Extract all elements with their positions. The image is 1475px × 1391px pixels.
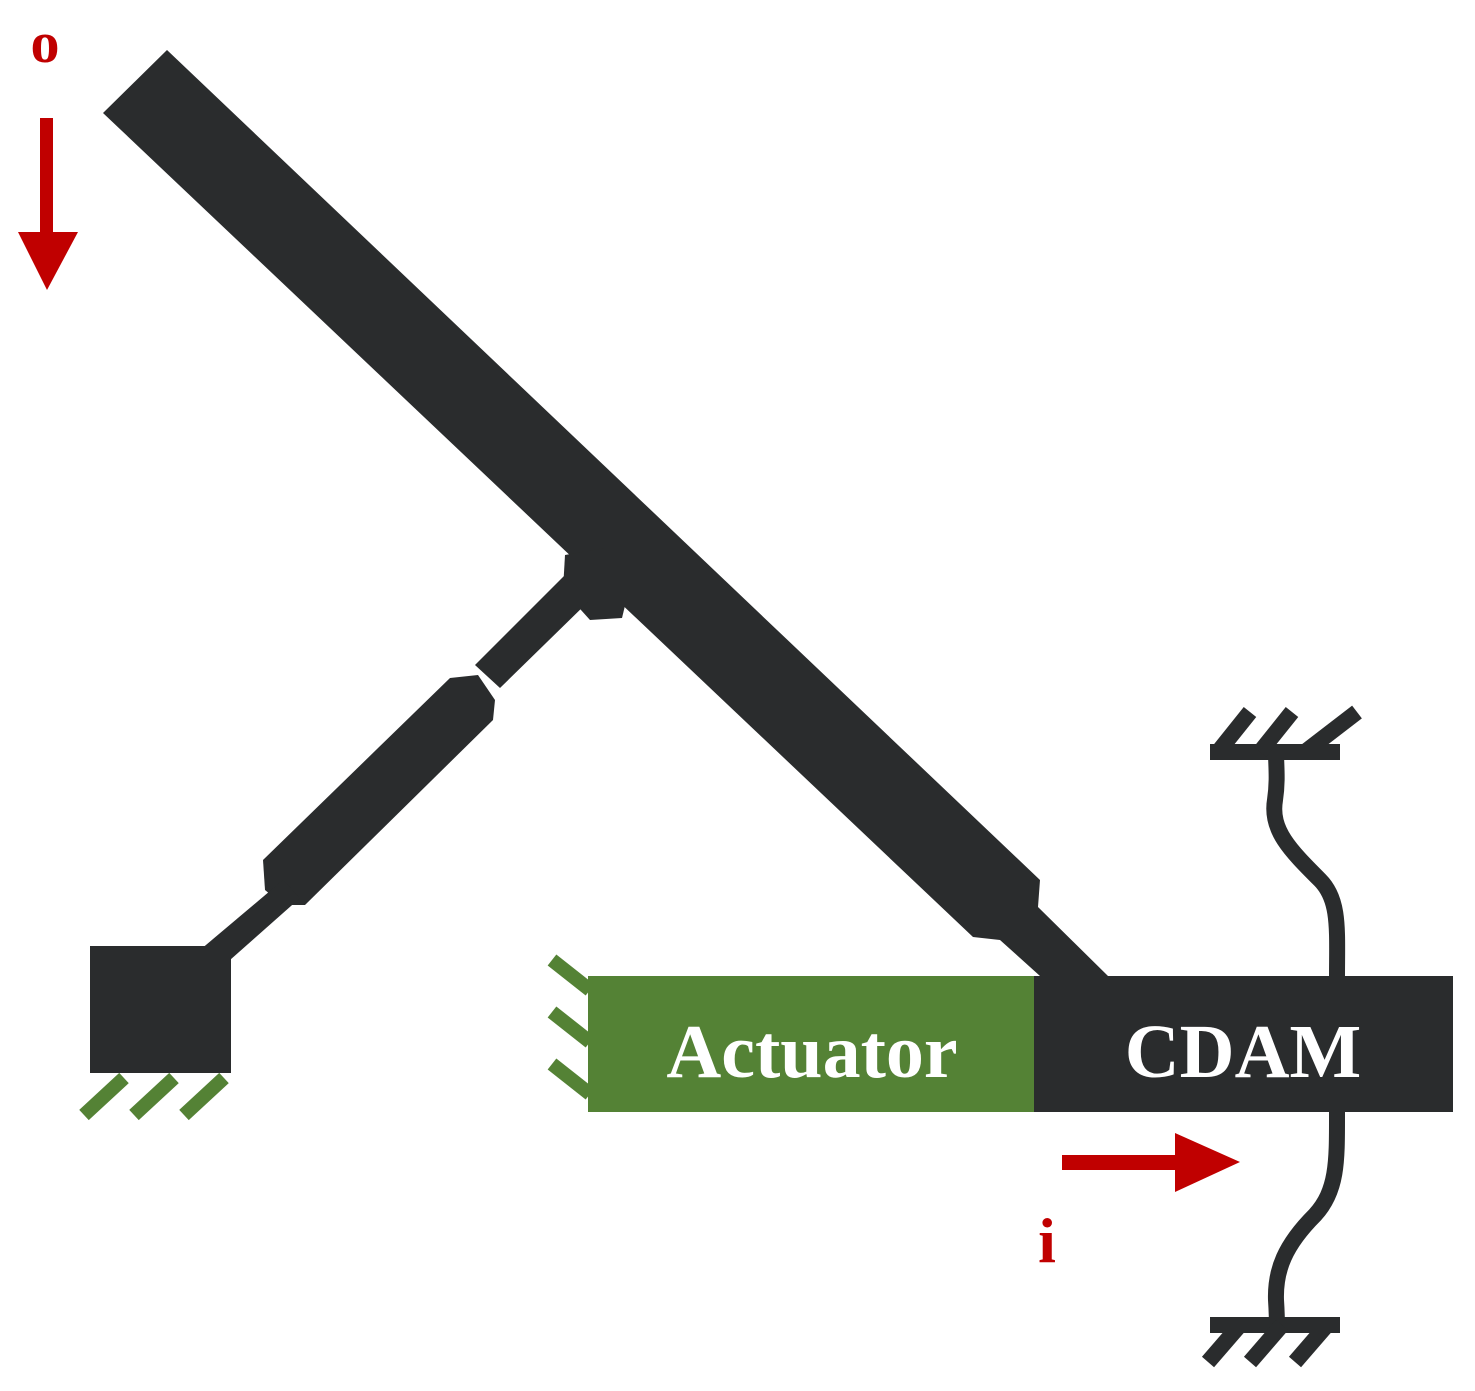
output-arrow bbox=[18, 118, 78, 290]
actuator-block bbox=[588, 976, 1034, 1112]
input-label: i bbox=[1038, 1205, 1056, 1276]
actuator-label: Actuator bbox=[666, 1010, 957, 1094]
lower-ground-symbol bbox=[1201, 1317, 1340, 1368]
anchor-ground-hatch bbox=[79, 1072, 229, 1121]
cdam-label: CDAM bbox=[1125, 1010, 1361, 1094]
lower-flexure bbox=[1267, 1109, 1346, 1333]
upper-ground-symbol bbox=[1210, 705, 1362, 760]
output-label: o bbox=[31, 10, 60, 75]
output-beam bbox=[103, 50, 1108, 976]
actuator-ground-hatch bbox=[547, 954, 595, 1100]
input-arrow bbox=[1062, 1133, 1240, 1192]
cdam-block bbox=[1034, 976, 1453, 1112]
upper-flexure bbox=[1266, 751, 1346, 979]
anchor-block bbox=[90, 946, 231, 1073]
secondary-link bbox=[90, 548, 630, 1073]
